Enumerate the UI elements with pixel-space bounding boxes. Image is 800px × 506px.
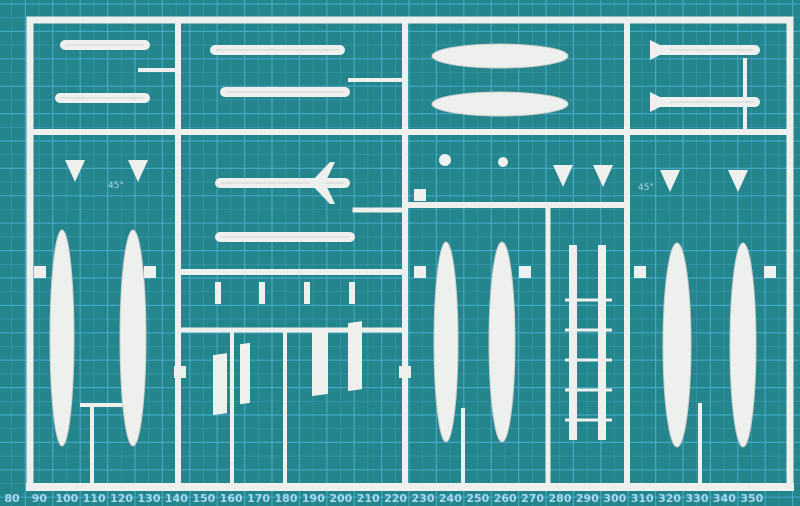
- small-part: [304, 282, 310, 304]
- ruler-label: 190: [302, 492, 325, 505]
- fuel-tank-part: [49, 229, 75, 447]
- ruler-label: 150: [192, 492, 215, 505]
- ruler-label: 180: [275, 492, 298, 505]
- fuel-tank-part: [729, 242, 757, 448]
- rail-part: [569, 245, 577, 440]
- pylon-part: [240, 342, 250, 405]
- small-part: [498, 157, 508, 167]
- fuel-tank-part: [488, 241, 516, 443]
- sprue-tab: [634, 266, 646, 278]
- rail-part: [598, 245, 606, 440]
- ruler-label: 140: [165, 492, 188, 505]
- fuel-tank-part: [431, 91, 569, 117]
- fuel-tank-part: [433, 241, 459, 443]
- ruler-label: 340: [713, 492, 736, 505]
- ruler-label: 350: [740, 492, 763, 505]
- pylon-part: [128, 160, 148, 182]
- ruler-label: 280: [549, 492, 572, 505]
- ruler-label: 290: [576, 492, 599, 505]
- ruler-label: 300: [603, 492, 626, 505]
- sprue-tab: [764, 266, 776, 278]
- ruler-label: 130: [138, 492, 161, 505]
- missile-fin: [650, 92, 670, 112]
- ruler-label: 110: [83, 492, 106, 505]
- fuel-tank-part: [662, 242, 692, 448]
- ruler-label: 90: [32, 492, 48, 505]
- ruler-label: 250: [466, 492, 489, 505]
- sprue-tab: [519, 266, 531, 278]
- sprue-frame: [26, 16, 794, 491]
- ruler-label: 120: [110, 492, 133, 505]
- ruler-label: 200: [329, 492, 352, 505]
- sprue-tab: [399, 366, 411, 378]
- pylon-part: [213, 353, 227, 416]
- ruler-label: 80: [4, 492, 20, 505]
- fuel-tank-part: [119, 229, 147, 447]
- angle-label: 45°: [108, 181, 124, 191]
- missile-fin: [310, 162, 335, 204]
- sprue-tab: [414, 266, 426, 278]
- ruler-label: 240: [439, 492, 462, 505]
- pylon-part: [348, 321, 362, 392]
- sprue-tab: [174, 366, 186, 378]
- small-part: [259, 282, 265, 304]
- pylon-part: [593, 165, 613, 187]
- small-part: [215, 282, 221, 304]
- ruler-label: 270: [521, 492, 544, 505]
- fuel-tank-part: [431, 43, 569, 69]
- ruler-label: 320: [658, 492, 681, 505]
- ruler-label: 260: [494, 492, 517, 505]
- small-part: [349, 282, 355, 304]
- pylon-part: [312, 328, 328, 397]
- pylon-part: [728, 170, 748, 192]
- sprue-parts: [49, 40, 760, 448]
- angle-label: 45°: [638, 183, 654, 193]
- ruler-label: 330: [686, 492, 709, 505]
- pylon-part: [65, 160, 85, 182]
- ruler-label: 170: [247, 492, 270, 505]
- sprue-tab: [34, 266, 46, 278]
- ruler-label: 220: [384, 492, 407, 505]
- ruler-label: 310: [631, 492, 654, 505]
- pylon-part: [553, 165, 573, 187]
- ruler-label: 230: [412, 492, 435, 505]
- ruler-label: 160: [220, 492, 243, 505]
- sprue-tab: [414, 189, 426, 201]
- ruler-label: 100: [55, 492, 78, 505]
- pylon-part: [660, 170, 680, 192]
- small-part: [439, 154, 451, 166]
- sprue-tab: [144, 266, 156, 278]
- ruler-label: 210: [357, 492, 380, 505]
- missile-fin: [650, 40, 670, 60]
- mat-ruler: 80 90 100 110 120 130 140 150 160 170 180 190 200 210…: [4, 492, 763, 505]
